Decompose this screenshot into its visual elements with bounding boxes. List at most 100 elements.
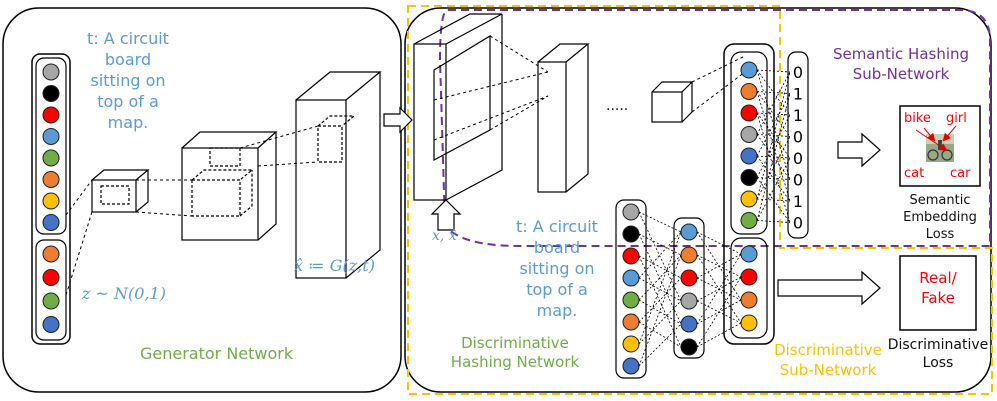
connector-line (756, 91, 791, 137)
generator-feature-block-2 (181, 131, 278, 241)
generator-text-grey-node (42, 63, 60, 81)
semantic-arrow (837, 132, 881, 168)
disc-connections (638, 211, 742, 367)
real-fake-label: Real/ Fake (919, 269, 957, 307)
hash-bit: 0 (793, 63, 803, 82)
bike-photo (926, 134, 954, 162)
generator-noise-darkblue-node (42, 316, 60, 333)
connector-line (756, 69, 791, 73)
discriminator-input-block (413, 13, 503, 201)
connector-line (756, 134, 791, 180)
connector-line (638, 321, 682, 348)
generator-text-black-node (42, 85, 60, 102)
connector-line (756, 91, 791, 202)
disc-text-orange-node (622, 313, 640, 331)
generator-text-darkblue-node (42, 214, 60, 231)
input-arrow (430, 199, 462, 231)
disc-mid-darkblue-node (680, 315, 698, 333)
connector-line (433, 71, 549, 101)
discriminator-input-label: x, x̂ (432, 228, 457, 244)
generator-text-green-node (42, 149, 60, 167)
connector-line (638, 231, 682, 345)
hash-bit: 0 (793, 149, 803, 168)
hash-feature-yellow-node (740, 190, 758, 208)
connector-line (756, 155, 791, 202)
disc-mid-grey-node (680, 292, 698, 310)
semantic-word-car: car (950, 166, 971, 181)
connector-line (691, 55, 746, 83)
hash-feature-black-node (740, 169, 758, 186)
connector-line (638, 299, 682, 325)
hash-bit: 1 (793, 85, 803, 104)
disc-text-vector-frame (615, 199, 647, 379)
generator-network-label: Generator Network (140, 344, 294, 363)
disc-mid-black-node (680, 338, 698, 356)
semantic-loss-label: Semantic Embedding Loss (903, 193, 977, 242)
connector-line (638, 211, 682, 302)
label-arrow (915, 129, 948, 152)
hash-bit: 0 (793, 171, 803, 190)
label-arrow (942, 125, 957, 142)
hash-bit: 1 (793, 192, 803, 211)
connector-line (756, 93, 791, 221)
connector-line (756, 91, 791, 94)
generator-noise-vector-frame (35, 239, 67, 341)
connector-line (756, 177, 791, 223)
generator-noise-vector (42, 245, 60, 333)
hashing-network-label: Discriminative Hashing Network (450, 334, 580, 371)
connector-line (638, 233, 682, 256)
connector-line (756, 71, 791, 200)
semantic-word-cat: cat (904, 166, 925, 181)
disc-text-black-node (622, 225, 640, 243)
discriminator-conv-block (537, 43, 590, 193)
generator-noise-green-node (42, 292, 60, 310)
connector-line (257, 161, 319, 167)
hash-feature-frame (730, 51, 768, 235)
disc-feature-blue-node (740, 245, 758, 263)
disc-feature-yellow-node (740, 314, 758, 332)
real-fake-box (899, 255, 977, 331)
disc-feature-red-node (740, 268, 758, 286)
semantic-region-outline (438, 9, 991, 248)
disc-feature-orange-node (740, 291, 758, 309)
disc-mid-vector-frame (673, 217, 705, 359)
discriminative-arrow (777, 270, 881, 306)
connector-line (696, 231, 742, 255)
generator-text-vector (42, 63, 60, 231)
disc-mid-vector (680, 223, 698, 356)
hash-bit: 0 (793, 128, 803, 147)
generator-vector-frame (31, 53, 71, 345)
disc-text-darkblue-node (622, 357, 640, 375)
noise-label: z ~ N(0,1) (82, 284, 166, 303)
semantic-word-bike: bike (904, 111, 931, 126)
connector-line (638, 277, 682, 323)
connector-line (756, 69, 791, 180)
generator-output-label: x̂ ≔ G(z,t) (294, 256, 375, 275)
discriminator-small-cube (651, 81, 694, 123)
discriminative-region-outline (407, 5, 993, 395)
disc-text-grey-node (622, 203, 640, 221)
generator-text-vector-frame (35, 57, 67, 235)
disc-text-red-node (622, 247, 640, 265)
generator-to-discriminator-arrow (383, 106, 413, 134)
generator-noise-orange-node (42, 245, 60, 263)
connector-line (691, 71, 746, 113)
conv-ellipsis: ..... (606, 98, 629, 114)
disc-mid-blue-node (680, 223, 698, 241)
connector-line (756, 112, 791, 159)
connector-line (489, 95, 549, 131)
connector-line (756, 112, 791, 223)
connector-line (638, 300, 682, 345)
discriminative-title: Discriminative Sub-Network (774, 341, 882, 379)
connector-line (135, 211, 193, 217)
hash-code-frame (787, 51, 809, 239)
discriminator-text-input: t: A circuit board sitting on top of a m… (516, 217, 598, 320)
connector-line (65, 179, 93, 216)
connector-line (638, 255, 682, 348)
disc-mid-orange-node (680, 246, 698, 264)
generator-noise-red-node (42, 269, 60, 286)
generator-text-red-node (42, 106, 60, 124)
connector-line (638, 323, 682, 367)
